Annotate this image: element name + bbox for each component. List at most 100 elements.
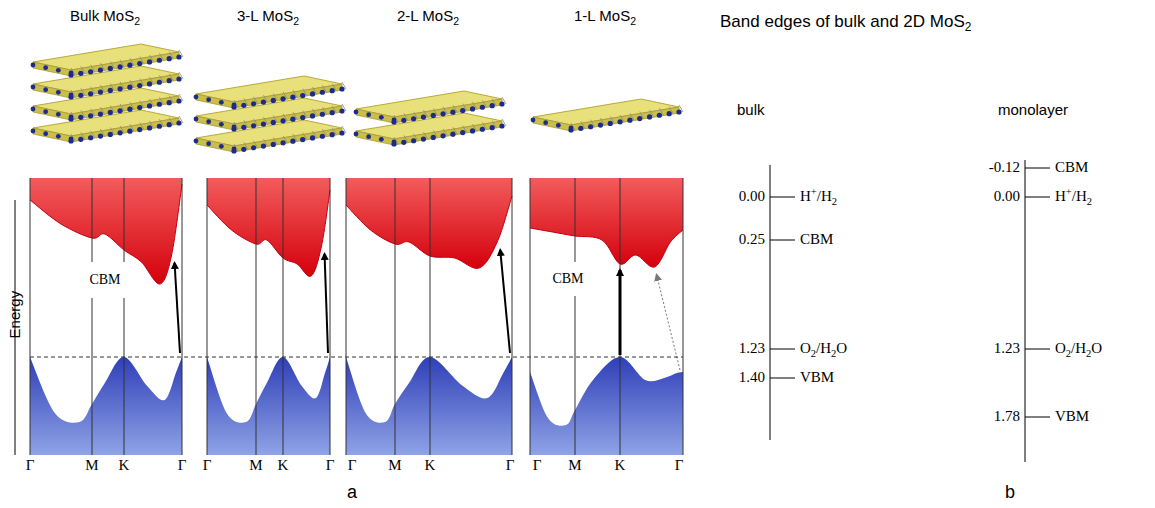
mo-atom (127, 107, 132, 112)
mo-atom (280, 140, 285, 145)
k-point-label: M (568, 457, 581, 474)
mo-atom (117, 64, 122, 69)
valence-band (30, 357, 182, 455)
mo-atom (108, 132, 113, 137)
valence-band (346, 357, 512, 455)
k-point-line (330, 178, 331, 455)
mo-atom (499, 101, 504, 106)
mo-atom (421, 136, 426, 141)
mo-atom (450, 132, 455, 137)
mo-atom (578, 126, 583, 131)
mo-atom (127, 85, 132, 90)
mo-atom (219, 144, 224, 149)
mo-atom (300, 93, 305, 98)
mo-atom (676, 109, 681, 114)
mo-atom (98, 133, 103, 138)
mo-atom (167, 78, 172, 83)
mo-atom (310, 135, 315, 140)
k-point-line (620, 178, 621, 455)
panel-letter: b (1005, 482, 1015, 503)
k-point-label: Γ (26, 457, 35, 474)
indirect-gap-arrow (325, 254, 328, 353)
mo-atom (137, 61, 142, 66)
mo-atom (176, 76, 181, 81)
indirect-gap-arrow (175, 263, 180, 353)
box-text: CBM (89, 272, 120, 288)
energy-value: 1.40 (739, 369, 765, 386)
label-box: CBM (538, 262, 598, 296)
k-point-line (256, 178, 257, 455)
mo-atom (176, 98, 181, 103)
mo-atom (470, 128, 475, 133)
mo-atom (137, 105, 142, 110)
mo-atom (280, 96, 285, 101)
mo-atom (88, 91, 93, 96)
mo-atom (379, 137, 384, 142)
mo-atom (232, 103, 237, 108)
k-point-label: Γ (506, 457, 515, 474)
mo-atom (157, 124, 162, 129)
mo-atom (137, 83, 142, 88)
level-name: H+/H2 (800, 188, 837, 205)
mo-atom (290, 117, 295, 122)
mo-atom (251, 101, 256, 106)
mo-atom (117, 86, 122, 91)
mo-atom (78, 115, 83, 120)
mo-atom (598, 122, 603, 127)
mo-atom (261, 121, 266, 126)
mo-atom (470, 106, 475, 111)
level-tick (770, 378, 795, 379)
mo-atom (167, 122, 172, 127)
layer-side (33, 74, 179, 98)
panel-heading: 1-L MoS2 (574, 7, 636, 24)
mo-atom (194, 95, 199, 100)
k-point-line (683, 178, 684, 455)
conduction-band-edge (207, 190, 330, 276)
mo-atom (31, 63, 36, 68)
mo-atom (440, 111, 445, 116)
mo-atom (411, 138, 416, 143)
k-point-label: K (278, 457, 289, 474)
layer-side (196, 106, 342, 130)
mo-atom (157, 58, 162, 63)
mo-atom (460, 130, 465, 135)
mo-atom (69, 115, 74, 120)
k-point-line (283, 178, 284, 455)
k-point-label: M (85, 457, 98, 474)
mo-atom (43, 65, 48, 70)
mo-atom (108, 110, 113, 115)
k-point-label: Γ (675, 457, 684, 474)
mo-atom (667, 111, 672, 116)
mo-atom (379, 115, 384, 120)
indirect-gap-arrow (500, 250, 510, 353)
mo-atom (206, 119, 211, 124)
mo-atom (147, 81, 152, 86)
mo-atom (280, 118, 285, 123)
mo-atom (330, 88, 335, 93)
energy-value: 0.00 (994, 188, 1020, 205)
mo-atom (176, 120, 181, 125)
mo-atom (176, 54, 181, 59)
mo-atom (127, 63, 132, 68)
box-text: CBM (552, 271, 583, 287)
mo-atom (271, 142, 276, 147)
mo-atom (98, 67, 103, 72)
mo-atom (290, 139, 295, 144)
k-point-line (92, 178, 93, 455)
energy-value: 1.78 (994, 408, 1020, 425)
level-name: O2/H2O (1055, 340, 1102, 357)
layer-side (196, 84, 342, 108)
mo-atom (147, 125, 152, 130)
k-point-label: Γ (326, 457, 335, 474)
mo-atom (232, 125, 237, 130)
mo-atom (78, 71, 83, 76)
k-point-line (207, 178, 208, 455)
mo-atom (330, 132, 335, 137)
mo-atom (194, 117, 199, 122)
mo-atom (78, 93, 83, 98)
energy-value: 0.00 (739, 188, 765, 205)
mo-atom (392, 118, 397, 123)
mo-atom (232, 147, 237, 152)
mo-atom (88, 113, 93, 118)
